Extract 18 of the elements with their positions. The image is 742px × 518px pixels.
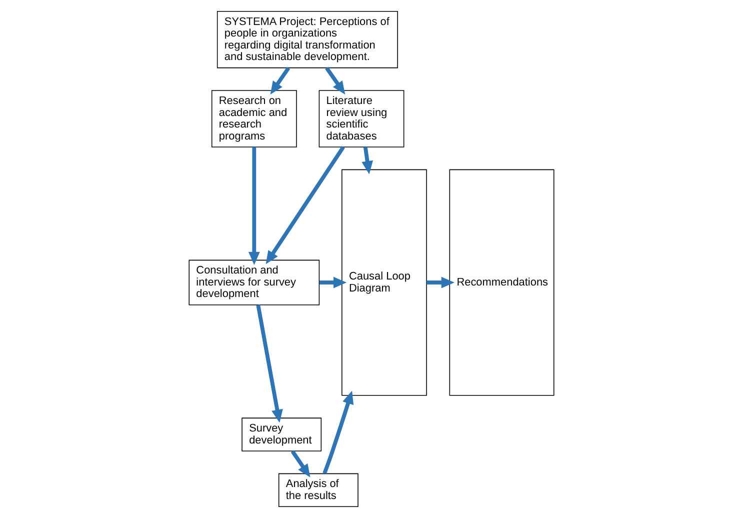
- node-box: Research on academic and research programs: [210, 90, 296, 148]
- node-box: Analysis of the results: [278, 473, 358, 507]
- arrow: [290, 450, 310, 478]
- node-box: Recommendations: [448, 169, 554, 396]
- node-box: Survey development: [241, 418, 322, 452]
- arrow: [248, 147, 260, 265]
- arrow: [256, 304, 282, 423]
- node-box: Consultation and interviews for survey development: [188, 260, 320, 306]
- node-box: SYSTEMA Project: Perceptions of people in organizations regarding digital transformation and sustainable development.: [216, 11, 398, 68]
- arrow: [270, 66, 290, 95]
- arrow: [265, 146, 344, 264]
- arrow: [324, 66, 345, 94]
- arrow: [322, 390, 354, 474]
- node-box: Causal Loop Diagram: [341, 169, 426, 396]
- node-box: Literature review using scientific databases: [318, 90, 404, 148]
- arrow: [318, 276, 346, 288]
- arrow: [426, 276, 454, 288]
- arrow: [361, 146, 373, 174]
